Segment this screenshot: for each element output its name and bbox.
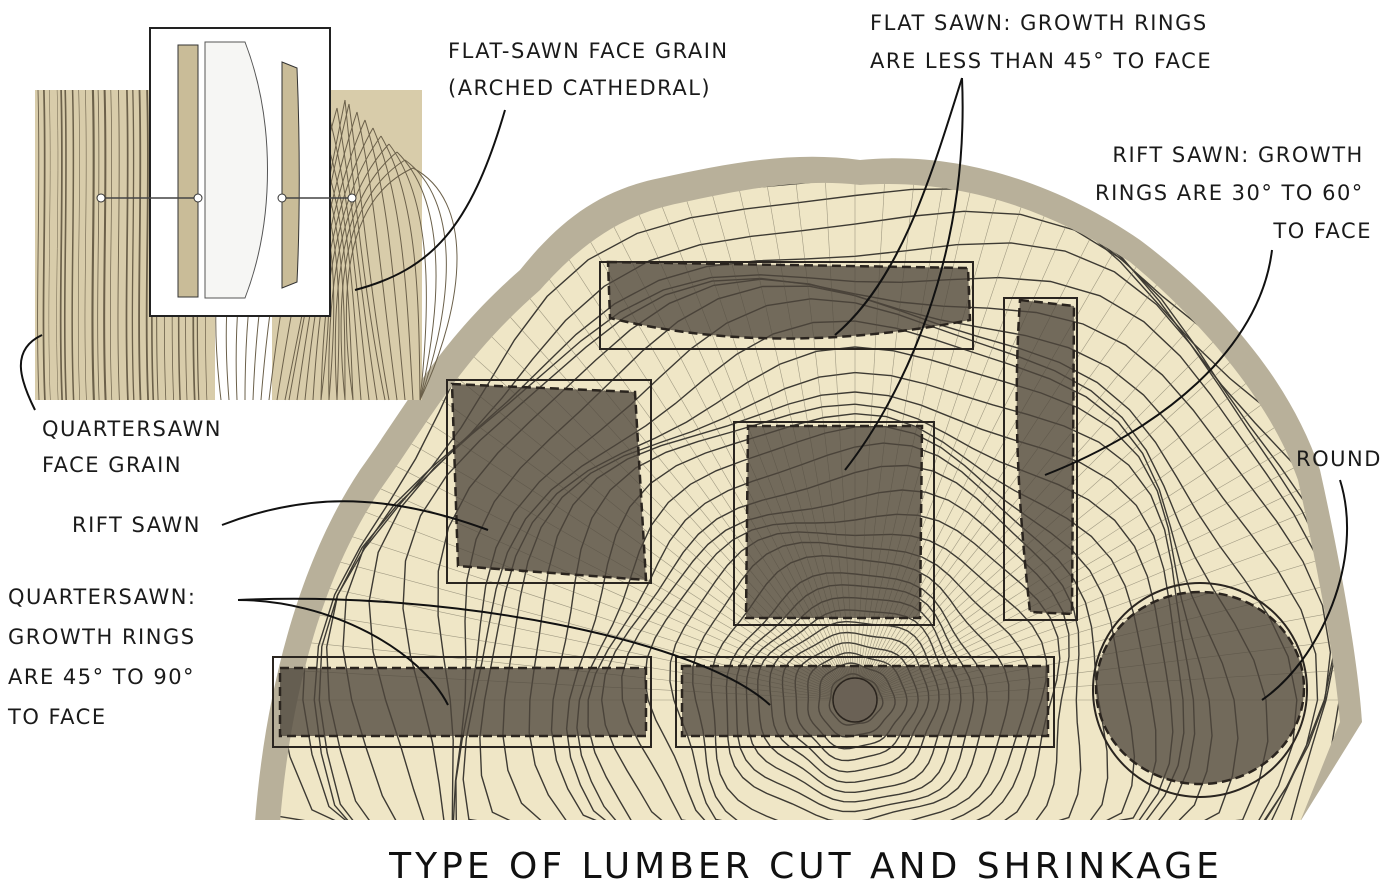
flat-sawn-square <box>734 422 934 625</box>
log-bottom-edge <box>250 820 1370 830</box>
quartersawn-label: QUARTERSAWN: GROWTH RINGS ARE 45° TO 90°… <box>7 585 205 729</box>
rift-sawn-description-label: RIFT SAWN: GROWTH RINGS ARE 30° TO 60° T… <box>1095 143 1372 243</box>
quartersawn-face-grain-label: QUARTERSAWN FACE GRAIN <box>42 417 230 477</box>
round-label: ROUND <box>1296 447 1382 471</box>
flat-sawn-face-grain-label: FLAT-SAWN FACE GRAIN (ARCHED CATHEDRAL) <box>448 39 737 100</box>
quartersawn-board-center <box>676 657 1054 747</box>
quartersawn-board-left <box>273 657 651 747</box>
rift-sawn-square <box>447 380 651 583</box>
pith <box>833 678 877 722</box>
grain-line <box>104 90 105 400</box>
rift-sawn-label: RIFT SAWN <box>72 513 201 537</box>
rift-slice <box>282 62 299 288</box>
face-grain-inset <box>35 28 457 400</box>
grain-line <box>92 90 93 400</box>
diagram-title: TYPE OF LUMBER CUT AND SHRINKAGE <box>388 846 1223 887</box>
quartersawn-slice <box>178 45 198 297</box>
flat-sawn-label: FLAT SAWN: GROWTH RINGS ARE LESS THAN 45… <box>870 11 1216 73</box>
